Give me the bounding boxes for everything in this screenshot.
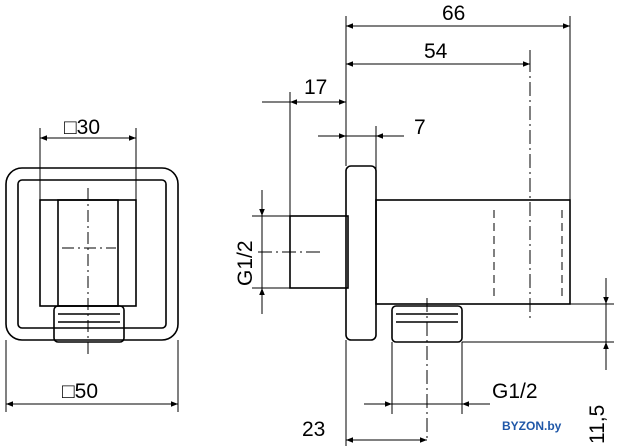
label-front-50: □50 [62,380,98,403]
holder-side-body [375,199,571,305]
label-7: 7 [414,116,426,139]
wall-flange [345,165,377,341]
label-front-30: □30 [64,116,100,139]
dim-17 [262,92,346,216]
watermark-logo: BYZON.by [502,419,562,433]
dim-23 [345,340,427,446]
outlet-nut-front [53,305,125,343]
side-hidden-lines [493,210,563,300]
front-centerlines [62,188,116,354]
label-17: 17 [304,76,327,99]
label-11-5: 11,5 [586,405,609,444]
front-outer-square [5,167,179,341]
dim-11-5 [462,278,614,370]
front-inner-square [17,179,167,329]
dim-66 [345,16,571,200]
label-54: 54 [424,40,448,63]
side-view [289,165,571,343]
label-66: 66 [442,2,465,25]
label-outlet-thread: G1/2 [492,380,538,403]
label-23: 23 [302,418,325,441]
dim-7 [318,126,404,200]
side-centerlines [258,58,531,438]
front-view [5,167,179,343]
front-dim-50 [5,340,179,412]
dim-outlet-thread [364,342,490,414]
front-dim-30 [39,128,137,200]
dim-inlet-thread [252,190,290,314]
label-inlet-thread: G1/2 [234,240,257,286]
dim-54 [346,50,531,70]
